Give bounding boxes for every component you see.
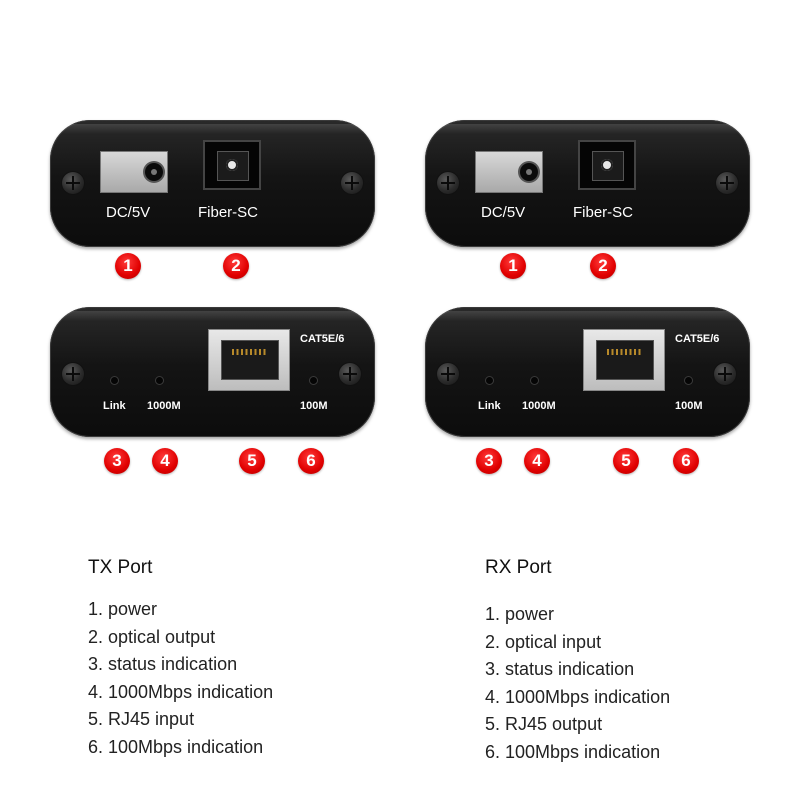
list-item: 4. 1000Mbps indication [485, 686, 671, 707]
dc-power-jack [475, 151, 543, 193]
callout-badge-3: 3 [104, 448, 130, 474]
callout-badge-2: 2 [223, 253, 249, 279]
list-item: 5. RJ45 output [485, 714, 603, 734]
list-item: 6. 100Mbps indication [88, 736, 264, 757]
dc-label: DC/5V [106, 204, 151, 221]
screw-icon [62, 172, 84, 194]
screw-icon [339, 363, 361, 385]
callout-badge-5: 5 [613, 448, 639, 474]
rx-port-list: 1. power 2. optical input 3. status indi… [485, 601, 670, 766]
callout-badge-5: 5 [239, 448, 265, 474]
screw-icon [714, 363, 736, 385]
100m-led [310, 377, 317, 384]
screw-icon [437, 363, 459, 385]
link-led [486, 377, 493, 384]
fiber-label: Fiber-SC [198, 204, 259, 221]
list-item: 3. status indication [485, 659, 635, 679]
100m-label: 100M [300, 400, 328, 412]
cat-label: CAT5E/6 [300, 333, 345, 345]
callout-badge-4: 4 [524, 448, 550, 474]
fiber-label: Fiber-SC [573, 204, 634, 221]
1000m-label: 1000M [522, 400, 556, 412]
screw-icon [437, 172, 459, 194]
link-label: Link [103, 400, 126, 412]
cat-label: CAT5E/6 [675, 333, 720, 345]
list-item: 1. power [485, 604, 555, 624]
rx-top-panel: DC/5V Fiber-SC [425, 120, 750, 247]
rx-bottom-panel: CAT5E/6 Link 1000M 100M [425, 307, 750, 437]
callout-badge-1: 1 [500, 253, 526, 279]
list-item: 3. status indication [88, 654, 238, 674]
100m-led [685, 377, 692, 384]
screw-icon [62, 363, 84, 385]
link-label: Link [478, 400, 501, 412]
callout-badge-2: 2 [590, 253, 616, 279]
link-led [111, 377, 118, 384]
fiber-sc-port [203, 140, 261, 190]
tx-top-panel: DC/5V Fiber-SC [50, 120, 375, 247]
dc-power-jack [100, 151, 168, 193]
1000m-led [531, 377, 538, 384]
rj45-port [583, 329, 665, 391]
1000m-label: 1000M [147, 400, 181, 412]
rj45-port [208, 329, 290, 391]
list-item: 2. optical output [88, 626, 216, 647]
dc-label: DC/5V [481, 204, 526, 221]
callout-badge-6: 6 [673, 448, 699, 474]
list-item: 5. RJ45 input [88, 709, 195, 729]
callout-badge-6: 6 [298, 448, 324, 474]
callout-badge-4: 4 [152, 448, 178, 474]
list-item: 4. 1000Mbps indication [88, 681, 274, 702]
tx-bottom-panel: CAT5E/6 Link 1000M 100M [50, 307, 375, 437]
callout-badge-1: 1 [115, 253, 141, 279]
1000m-led [156, 377, 163, 384]
list-item: 6. 100Mbps indication [485, 741, 661, 762]
tx-port-title: TX Port [88, 557, 153, 578]
tx-port-list: 1. power 2. optical output 3. status ind… [88, 596, 273, 761]
fiber-sc-port [578, 140, 636, 190]
list-item: 2. optical input [485, 631, 602, 652]
rx-port-title: RX Port [485, 557, 552, 578]
list-item: 1. power [88, 599, 158, 619]
callout-badge-3: 3 [476, 448, 502, 474]
screw-icon [716, 172, 738, 194]
screw-icon [341, 172, 363, 194]
100m-label: 100M [675, 400, 703, 412]
